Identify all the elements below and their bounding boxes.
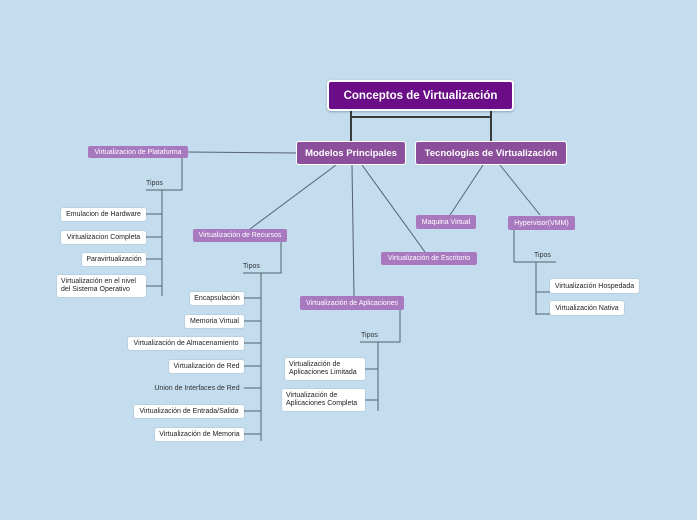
hypervisor-tipos-label: Tipos	[534, 252, 551, 259]
recursos-item[interactable]: Virtualización de Entrada/Salida	[134, 405, 244, 418]
maquina-virtual-node[interactable]: Maquina Virtual	[416, 215, 476, 229]
modelos-principales-node[interactable]: Modelos Principales	[296, 141, 406, 165]
recursos-item[interactable]: Memoria Virtual	[185, 315, 244, 328]
recursos-item[interactable]: Virtualización de Almacenamiento	[128, 337, 244, 350]
aplicaciones-item[interactable]: Virtualización de Aplicaciones Limitada	[285, 358, 365, 380]
root-topic[interactable]: Conceptos de Virtualización	[327, 80, 514, 111]
plataforma-node[interactable]: Virtualizacion de Plataforma	[88, 146, 188, 158]
plataforma-item[interactable]: Virtualizacion Completa	[61, 231, 146, 244]
plataforma-tipos-label: Tipos	[146, 180, 163, 187]
recursos-item[interactable]: Union de Interfaces de Red	[154, 385, 240, 392]
recursos-item[interactable]: Virtualización de Memoria	[155, 428, 244, 441]
aplicaciones-node[interactable]: Virtualización de Aplicaciones	[300, 296, 404, 310]
plataforma-item[interactable]: Emulacion de Hardware	[61, 208, 146, 221]
plataforma-item[interactable]: Paravirtualización	[82, 253, 146, 266]
recursos-tipos-label: Tipos	[243, 263, 260, 270]
aplicaciones-tipos-label: Tipos	[361, 332, 378, 339]
hypervisor-item[interactable]: Virtualización Nativa	[550, 301, 624, 315]
plataforma-item[interactable]: Virtualización en el nivel del Sistema O…	[57, 275, 146, 297]
recursos-node[interactable]: Virtualización de Recursos	[193, 229, 287, 242]
recursos-item[interactable]: Virtualización de Red	[169, 360, 244, 373]
hypervisor-item[interactable]: Virtualización Hospedada	[550, 279, 639, 293]
escritorio-node[interactable]: Virtualización de Escritorio	[381, 252, 477, 265]
aplicaciones-item[interactable]: Virtualización de Aplicaciones Completa	[282, 389, 365, 411]
tecnologias-node[interactable]: Tecnologias de Virtualización	[415, 141, 567, 165]
recursos-item[interactable]: Encapsulación	[190, 292, 244, 305]
hypervisor-node[interactable]: Hypervisor(VMM)	[508, 216, 575, 230]
